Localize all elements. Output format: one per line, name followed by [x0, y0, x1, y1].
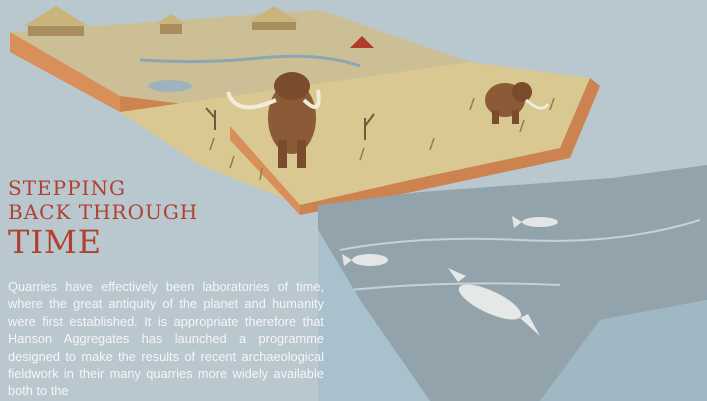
mammoth-icon [226, 72, 321, 168]
pond [148, 80, 192, 92]
title-line-2: BACK THROUGH [8, 200, 199, 224]
settlement-side-left [10, 32, 120, 112]
grass-tufts [209, 97, 555, 181]
ichthyosaur-icon [512, 216, 558, 228]
mammoth-icon [485, 82, 550, 124]
wave-highlights [339, 219, 701, 291]
ichthyosaur-icon [342, 254, 388, 266]
stream [139, 54, 361, 68]
water-front-panel [540, 300, 707, 401]
title-line-3: TIME [8, 223, 103, 261]
tree-icon [205, 107, 375, 140]
ichthyosaur-icon [448, 268, 540, 336]
round-hut-icon [24, 6, 88, 36]
round-hut-icon [248, 6, 300, 30]
grassland-side-front [300, 78, 600, 215]
round-hut-icon [156, 14, 186, 34]
title: STEPPING BACK THROUGH TIME [8, 178, 268, 258]
grassland-side-left [230, 126, 300, 215]
red-tent-icon [350, 36, 374, 48]
intro-paragraph: Quarries have effectively been laborator… [8, 279, 324, 399]
grassland-top-surface [120, 62, 590, 205]
title-line-1: STEPPING [8, 176, 126, 200]
sea-side-panel [318, 205, 430, 401]
